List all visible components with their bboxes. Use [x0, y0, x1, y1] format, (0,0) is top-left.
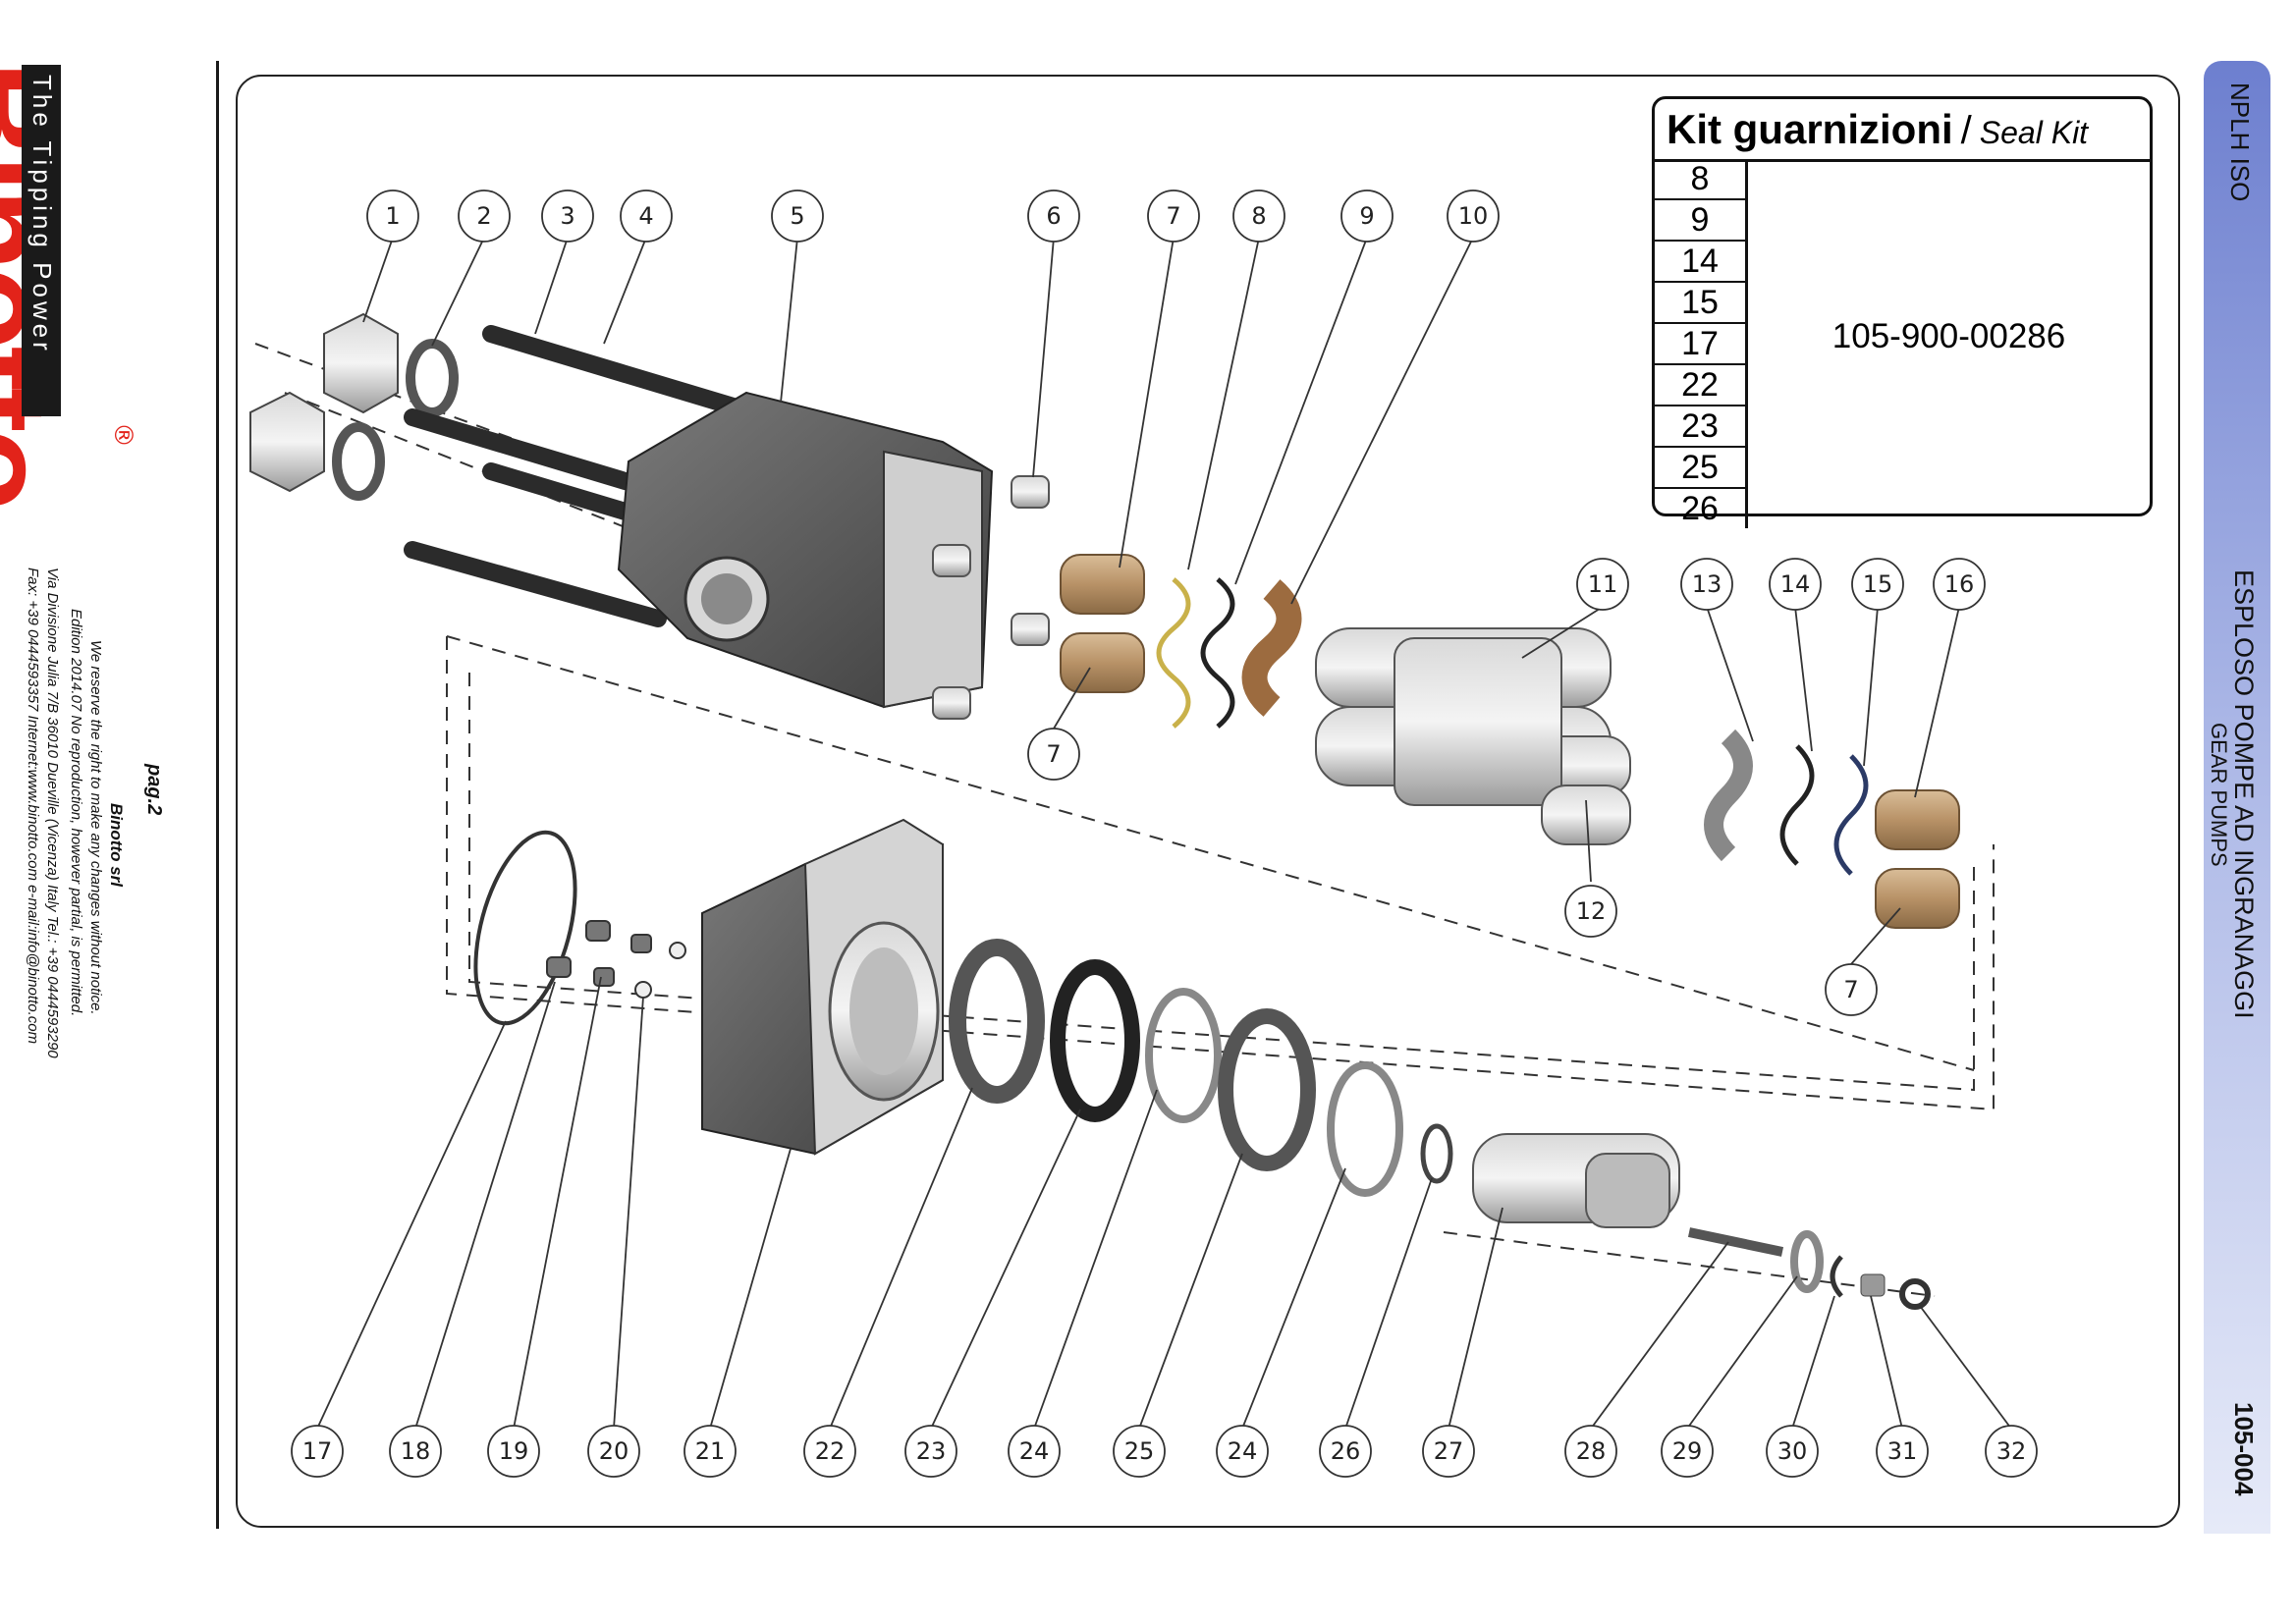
callout-5: 5 — [790, 202, 804, 230]
seal-kit-item: 14 — [1655, 242, 1745, 283]
callout-8: 8 — [1251, 202, 1266, 230]
seal-kit-items: 8 9 14 15 17 22 23 25 26 — [1655, 159, 1748, 528]
callout-7-top: 7 — [1166, 202, 1180, 230]
callout-10: 10 — [1458, 202, 1489, 230]
title-band — [2204, 61, 2270, 1534]
callout-12: 12 — [1576, 897, 1607, 925]
seal-kit-item: 8 — [1655, 159, 1745, 200]
seal-kit-item: 9 — [1655, 200, 1745, 242]
callout-29: 29 — [1672, 1437, 1703, 1465]
part-plug — [249, 312, 399, 493]
callout-13: 13 — [1692, 570, 1722, 598]
part-bushings-front — [1060, 554, 1145, 693]
callout-21: 21 — [695, 1437, 726, 1465]
callout-17: 17 — [302, 1437, 333, 1465]
callout-9: 9 — [1359, 202, 1374, 230]
part-seals-rear — [1704, 729, 1869, 876]
callout-18: 18 — [401, 1437, 431, 1465]
callout-20: 20 — [599, 1437, 629, 1465]
callout-16: 16 — [1944, 570, 1975, 598]
part-gears — [1315, 627, 1631, 845]
callout-24-right: 24 — [1228, 1437, 1258, 1465]
seal-kit-item: 26 — [1681, 490, 1719, 527]
callout-31: 31 — [1887, 1437, 1918, 1465]
callout-circles — [291, 189, 2038, 1478]
left-divider — [216, 61, 219, 1529]
callout-14: 14 — [1780, 570, 1811, 598]
callout-25: 25 — [1124, 1437, 1155, 1465]
part-o-ring — [473, 830, 577, 1026]
seal-kit-item: 17 — [1655, 324, 1745, 365]
seal-kit-table: Kit guarnizioni/Seal Kit 8 9 14 15 17 22… — [1652, 96, 2153, 528]
callout-22: 22 — [815, 1437, 846, 1465]
callout-28: 28 — [1576, 1437, 1607, 1465]
tagline-box: The Tipping Power — [22, 65, 61, 416]
callout-1: 1 — [385, 202, 400, 230]
callout-30: 30 — [1777, 1437, 1808, 1465]
leader-lines — [316, 237, 2012, 1430]
seal-kit-title-it: Kit guarnizioni — [1667, 106, 1953, 152]
seal-kit-item: 22 — [1655, 365, 1745, 406]
callout-15: 15 — [1863, 570, 1893, 598]
seal-kit-item: 25 — [1655, 448, 1745, 489]
part-front-cover — [617, 391, 994, 709]
seal-kit-header: Kit guarnizioni/Seal Kit — [1655, 99, 2150, 162]
drawing-frame — [236, 75, 2180, 1528]
callout-7-mid: 7 — [1046, 740, 1061, 768]
seal-kit-code: 105-900-00286 — [1831, 316, 2066, 355]
callout-24-left: 24 — [1019, 1437, 1050, 1465]
seal-kit-item: 15 — [1655, 283, 1745, 324]
part-rear-cover — [701, 818, 944, 1156]
callout-23: 23 — [916, 1437, 947, 1465]
callout-6: 6 — [1046, 202, 1061, 230]
part-shaft-seals — [949, 939, 1453, 1197]
callout-3: 3 — [560, 202, 574, 230]
part-small-fittings — [546, 920, 686, 999]
callout-19: 19 — [499, 1437, 529, 1465]
callout-32: 32 — [1996, 1437, 2027, 1465]
callout-7-right: 7 — [1843, 976, 1858, 1003]
callout-11: 11 — [1588, 570, 1618, 598]
part-seals-front — [1156, 577, 1302, 729]
seal-kit-title-en: Seal Kit — [1979, 115, 2089, 150]
seal-kit-item: 23 — [1655, 406, 1745, 448]
callout-26: 26 — [1331, 1437, 1361, 1465]
callout-2: 2 — [476, 202, 491, 230]
callout-4: 4 — [638, 202, 653, 230]
part-stud-and-nuts — [1687, 1227, 1931, 1310]
seal-kit-separator: / — [1960, 109, 1972, 152]
part-bushings-rear — [1875, 789, 1960, 929]
callout-27: 27 — [1434, 1437, 1464, 1465]
part-drive-shaft — [1472, 1133, 1680, 1228]
part-dowels — [932, 475, 1050, 720]
